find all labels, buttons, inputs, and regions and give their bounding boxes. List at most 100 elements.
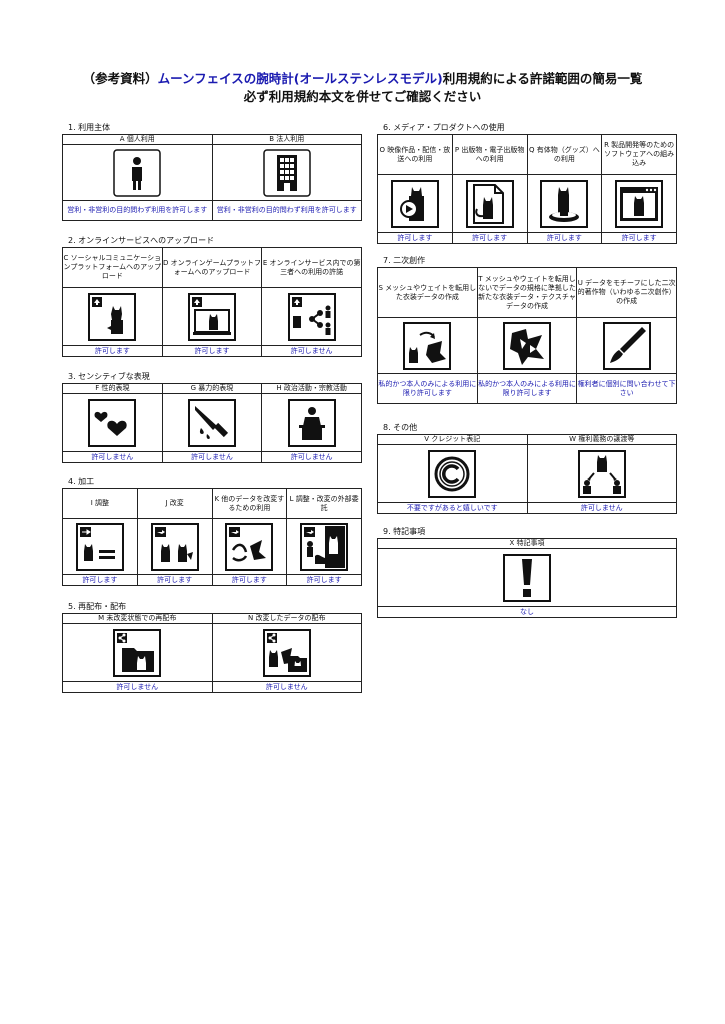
- brush-icon: [602, 321, 651, 370]
- permission-table: X 特記事項 なし: [377, 538, 677, 618]
- cell-label: F 性的表現: [62, 383, 163, 394]
- cell-label: V クレジット表記: [377, 434, 528, 445]
- page-subtitle: 必ず利用規約本文を併せてご確認ください: [243, 89, 482, 104]
- cell-label: O 映像作品・配信・放送への利用: [377, 134, 453, 175]
- status-text: 許可しません: [62, 451, 163, 463]
- permission-table: A 個人利用 B 法人利用 営利・非営利の目的問わず利用を許可します 営利・非営…: [62, 134, 362, 221]
- permission-table: C ソーシャルコミュニケーションプラットフォームへのアップロード D オンライン…: [62, 247, 362, 357]
- third-party-share-icon: [287, 292, 336, 341]
- adjust-icon: [75, 522, 124, 571]
- modify-icon: [150, 522, 199, 571]
- cell-label: A 個人利用: [62, 134, 213, 145]
- cell-label: H 政治活動・宗教活動: [261, 383, 362, 394]
- copyright-icon: [428, 449, 477, 498]
- permission-table: O 映像作品・配信・放送への利用 P 出版物・電子出版物への利用 Q 有体物（グ…: [377, 134, 677, 244]
- video-icon: [390, 179, 439, 228]
- section-label: 8. その他: [383, 423, 418, 432]
- cell-label: B 法人利用: [211, 134, 362, 145]
- section-label: 9. 特記事項: [383, 527, 426, 536]
- status-text: 許可しません: [211, 681, 362, 693]
- cell-label: E オンラインサービス内での第三者への利用の許諾: [261, 247, 362, 288]
- status-text: 不要ですがあると嬉しいです: [377, 502, 528, 514]
- cell-label: M 未改変状態での再配布: [62, 613, 213, 624]
- cell-label: D オンラインゲームプラットフォームへのアップロード: [161, 247, 263, 288]
- cell-label: N 改変したデータの配布: [211, 613, 362, 624]
- status-text: なし: [377, 606, 677, 618]
- mesh-reuse-icon: [403, 321, 452, 370]
- exclamation-icon: [503, 553, 551, 602]
- status-text: 許可します: [161, 345, 263, 357]
- section-special-notes: 9. 特記事項 X 特記事項 なし: [377, 526, 677, 618]
- cell-label: L 調整・改変の外部委託: [286, 488, 362, 519]
- status-text: 権利者に個別に問い合わせて下さい: [576, 373, 677, 404]
- status-text: 営利・非営利の目的問わず利用を許可します: [62, 200, 213, 221]
- status-text: 営利・非営利の目的問わず利用を許可します: [211, 200, 362, 221]
- cell-label: T メッシュやウェイトを転用しないでデータの規格に準拠した新たな衣装データ・テク…: [476, 267, 578, 318]
- section-other: 8. その他 V クレジット表記 W 権利義務の譲渡等 不要ですがあると嬉しいで…: [377, 422, 677, 514]
- section-label: 4. 加工: [68, 477, 95, 486]
- cell-label: J 改変: [136, 488, 213, 519]
- status-text: 許可しません: [261, 345, 362, 357]
- status-text: 私的かつ本人のみによる利用に限り許可します: [476, 373, 578, 404]
- cell-label: Q 有体物（グッズ）への利用: [526, 134, 603, 175]
- status-text: 許可します: [377, 232, 453, 244]
- status-text: 許可します: [451, 232, 528, 244]
- section-derivative-works: 7. 二次創作 S メッシュやウェイトを転用した衣装データの作成 T メッシュや…: [377, 255, 677, 404]
- permission-table: S メッシュやウェイトを転用した衣装データの作成 T メッシュやウェイトを転用し…: [377, 267, 677, 404]
- section-label: 5. 再配布・配布: [68, 602, 127, 611]
- section-processing: 4. 加工 I 調整 J 改変 K 他のデータを改変するための利用 L 調整・改…: [62, 476, 362, 586]
- section-label: 2. オンラインサービスへのアップロード: [68, 236, 215, 245]
- status-text: 私的かつ本人のみによる利用に限り許可します: [377, 373, 478, 404]
- section-redistribution: 5. 再配布・配布 M 未改変状態での再配布 N 改変したデータの配布 許可しま…: [62, 601, 362, 693]
- new-costume-icon: [502, 321, 551, 370]
- section-label: 3. センシティブな表現: [68, 372, 150, 381]
- section-online-upload: 2. オンラインサービスへのアップロード C ソーシャルコミュニケーションプラッ…: [62, 235, 362, 357]
- cell-label: K 他のデータを改変するための利用: [211, 488, 288, 519]
- cell-label: W 権利義務の譲渡等: [526, 434, 677, 445]
- status-text: 許可します: [601, 232, 677, 244]
- upload-game-icon: [187, 292, 236, 341]
- permission-table: F 性的表現 G 暴力的表現 H 政治活動・宗教活動 許可しません 許可しません…: [62, 383, 362, 463]
- hearts-icon: [88, 398, 137, 447]
- section-media-products: 6. メディア・プロダクトへの使用 O 映像作品・配信・放送への利用 P 出版物…: [377, 122, 677, 244]
- redistribute-icon: [113, 628, 162, 677]
- cell-label: S メッシュやウェイトを転用した衣装データの作成: [377, 267, 478, 318]
- cell-label: I 調整: [62, 488, 138, 519]
- cell-label: U データをモチーフにした二次的著作物（いわゆる二次創作）の作成: [576, 267, 677, 318]
- status-text: 許可しません: [161, 451, 263, 463]
- goods-icon: [540, 179, 589, 228]
- section-label: 1. 利用主体: [68, 123, 111, 132]
- page-title: （参考資料）ムーンフェイスの腕時計(オールステンレスモデル)利用規約による許諾範…: [82, 71, 643, 86]
- permission-table: V クレジット表記 W 権利義務の譲渡等 不要ですがあると嬉しいです 許可しませ…: [377, 434, 677, 514]
- cell-label: R 製品開発等のためのソフトウェアへの組み込み: [601, 134, 677, 175]
- status-text: 許可しません: [526, 502, 677, 514]
- outsource-icon: [300, 522, 349, 571]
- publication-icon: [465, 179, 514, 228]
- section-usage-subject: 1. 利用主体 A 個人利用 B 法人利用 営利・非営利の目的問わず利用を許可し…: [62, 122, 362, 221]
- cell-label: P 出版物・電子出版物への利用: [451, 134, 528, 175]
- section-label: 6. メディア・プロダクトへの使用: [383, 123, 505, 132]
- transfer-icon: [577, 449, 626, 498]
- status-text: 許可します: [211, 574, 288, 586]
- status-text: 許可します: [62, 345, 163, 357]
- person-icon: [113, 148, 161, 197]
- cell-label: C ソーシャルコミュニケーションプラットフォームへのアップロード: [62, 247, 163, 288]
- section-label: 7. 二次創作: [383, 256, 426, 265]
- status-text: 許可します: [286, 574, 362, 586]
- upload-social-icon: [88, 292, 137, 341]
- podium-icon: [287, 398, 336, 447]
- software-icon: [615, 179, 664, 228]
- status-text: 許可しません: [62, 681, 213, 693]
- modify-other-icon: [225, 522, 274, 571]
- knife-icon: [187, 398, 236, 447]
- cell-label: G 暴力的表現: [161, 383, 263, 394]
- distribute-modified-icon: [262, 628, 311, 677]
- status-text: 許可します: [526, 232, 603, 244]
- cell-label: X 特記事項: [377, 538, 677, 549]
- permission-table: I 調整 J 改変 K 他のデータを改変するための利用 L 調整・改変の外部委託…: [62, 488, 362, 586]
- permission-table: M 未改変状態での再配布 N 改変したデータの配布 許可しません 許可しません: [62, 613, 362, 693]
- status-text: 許可しません: [261, 451, 362, 463]
- building-icon: [263, 148, 311, 197]
- section-sensitive: 3. センシティブな表現 F 性的表現 G 暴力的表現 H 政治活動・宗教活動 …: [62, 371, 362, 463]
- status-text: 許可します: [62, 574, 138, 586]
